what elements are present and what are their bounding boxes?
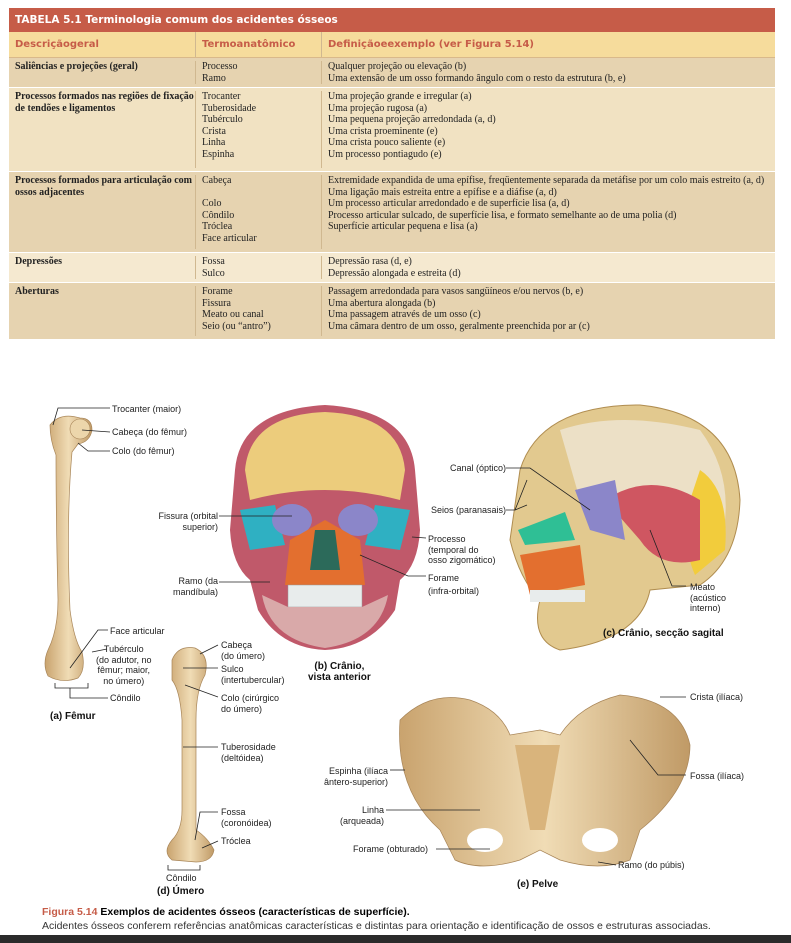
label-sulco: Sulco (intertubercular) <box>221 664 285 685</box>
label-meato: Meato (acústico interno) <box>690 582 727 613</box>
header-description: Descriçãogeral <box>9 32 196 57</box>
table-row: Aberturas Forame Fissura Meato ou canal … <box>9 283 775 340</box>
pelvis-illustration <box>399 694 691 867</box>
label-condilo-femur: Côndilo <box>110 693 141 703</box>
row-definitions: Passagem arredondada para vasos sangüíne… <box>328 286 590 332</box>
label-ramo-mandibula: Ramo (da mandíbula) <box>172 576 218 597</box>
label-tuberculo: Tubérculo (do adutor, no fêmur; maior, n… <box>96 644 152 686</box>
label-face-articular: Face articular <box>110 626 165 636</box>
label-espinha: Espinha (ilíaca ântero-superior) <box>323 766 388 787</box>
terminology-table: TABELA 5.1 Terminologia comum dos aciden… <box>9 8 775 340</box>
panel-b-label: (b) Crânio, vista anterior <box>308 661 371 683</box>
table-row: Depressões Fossa Sulco Depressão rasa (d… <box>9 253 775 283</box>
femur-illustration <box>44 415 93 681</box>
row-terms: Processo Ramo <box>196 61 322 84</box>
leader-lines <box>52 407 686 871</box>
label-condilo-umero: Côndilo <box>166 873 197 883</box>
label-cabeca-umero: Cabeça (do úmero) <box>221 640 266 661</box>
label-forame-infra: Forame (infra-orbital) <box>428 573 480 596</box>
figure-caption-title: Figura 5.14 Exemplos de acidentes ósseos… <box>42 906 410 918</box>
row-terms: Fossa Sulco <box>196 256 322 279</box>
bottom-bar <box>0 935 791 943</box>
row-definitions: Qualquer projeção ou elevação (b) Uma ex… <box>328 61 626 84</box>
row-terms: Trocanter Tuberosidade Tubérculo Crista … <box>196 91 322 168</box>
row-terms: Cabeça Colo Côndilo Tróclea Face articul… <box>196 175 322 249</box>
row-description: Saliências e projeções (geral) <box>9 61 196 84</box>
table-row: Processos formados para articulação com … <box>9 172 775 253</box>
panel-c-label: (c) Crânio, secção sagital <box>603 628 724 639</box>
figure-number: Figura 5.14 <box>42 906 98 918</box>
skull-anterior-illustration <box>230 405 420 650</box>
row-description: Processos formados para articulação com … <box>9 175 196 249</box>
label-troclea: Tróclea <box>221 836 251 846</box>
row-description: Processos formados nas regiões de fixaçã… <box>9 91 196 168</box>
panel-d-label: (d) Úmero <box>157 886 205 897</box>
label-fossa-iliaca: Fossa (ilíaca) <box>690 771 745 781</box>
label-colo-umero: Colo (cirúrgico do úmero) <box>221 693 280 714</box>
label-seios: Seios (paranasais) <box>430 505 506 515</box>
table-title: TABELA 5.1 Terminologia comum dos aciden… <box>9 8 775 32</box>
label-fissura: Fissura (orbital superior) <box>158 511 218 532</box>
figure-caption-text: Acidentes ósseos conferem referências an… <box>42 920 711 932</box>
label-canal: Canal (óptico) <box>449 463 506 473</box>
figure-title: Exemplos de acidentes ósseos (caracterís… <box>100 906 410 918</box>
row-description: Depressões <box>9 256 196 279</box>
label-colo-femur: Colo (do fêmur) <box>112 446 175 456</box>
label-ramo-pubis: Ramo (do púbis) <box>618 860 685 870</box>
label-linha: Linha (arqueada) <box>339 805 384 826</box>
label-cabeca-femur: Cabeça (do fêmur) <box>112 427 188 437</box>
header-definition: Definiçãoeexemplo (ver Figura 5.14) <box>328 39 534 50</box>
table-row: Saliências e projeções (geral) Processo … <box>9 58 775 88</box>
row-definitions: Depressão rasa (d, e) Depressão alongada… <box>328 256 461 279</box>
row-terms: Forame Fissura Meato ou canal Seio (ou “… <box>196 286 322 336</box>
header-term: Termoanatômico <box>196 32 322 57</box>
panel-e-label: (e) Pelve <box>517 879 559 890</box>
label-tuberosidade: Tuberosidade (deltóidea) <box>221 742 276 763</box>
row-definitions: Uma projeção grande e irregular (a) Uma … <box>328 91 496 160</box>
label-crista: Crista (ilíaca) <box>690 692 744 702</box>
table-row: Processos formados nas regiões de fixaçã… <box>9 88 775 172</box>
row-definitions: Extremidade expandida de uma epífise, fr… <box>328 175 765 232</box>
label-forame-obturado: Forame (obturado) <box>353 844 429 854</box>
label-trocanter: Trocanter (maior) <box>112 404 182 414</box>
label-fossa-coronoidea: Fossa (coronóidea) <box>221 807 272 828</box>
table-header: Descriçãogeral Termoanatômico Definiçãoe… <box>9 32 775 58</box>
label-processo: Processo (temporal do osso zigomático) <box>428 534 496 565</box>
row-description: Aberturas <box>9 286 196 336</box>
humerus-illustration <box>166 647 215 863</box>
panel-a-label: (a) Fêmur <box>50 711 96 722</box>
